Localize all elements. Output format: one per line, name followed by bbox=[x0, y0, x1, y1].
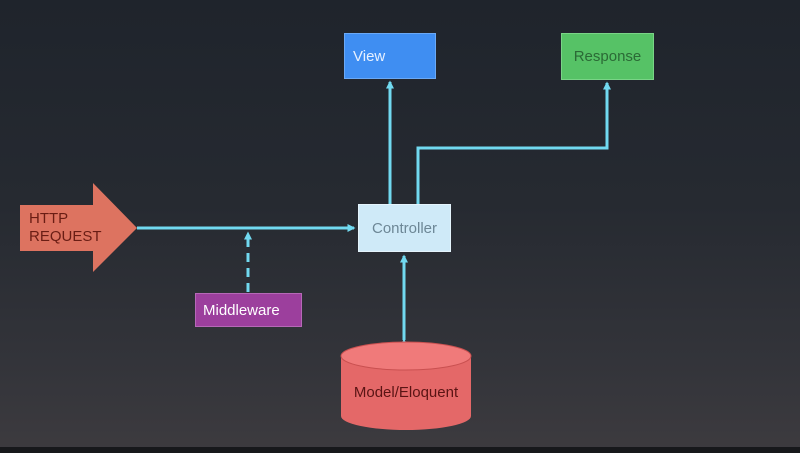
controller-to-response-connector bbox=[416, 81, 611, 204]
bottom-strip bbox=[0, 447, 800, 453]
view-label: View bbox=[353, 47, 386, 65]
database-cylinder bbox=[340, 341, 472, 430]
database-label: Model/Eloquent bbox=[353, 384, 459, 401]
response-box: Response bbox=[561, 33, 654, 80]
middleware-box: Middleware bbox=[195, 293, 302, 327]
http-request-arrow bbox=[20, 183, 137, 272]
http-request-line1: HTTP bbox=[29, 210, 69, 227]
http-request-line2: REQUEST bbox=[29, 228, 102, 245]
http-request-label: HTTP REQUEST bbox=[29, 210, 102, 246]
controller-box: Controller bbox=[358, 204, 451, 252]
response-label: Response bbox=[573, 48, 642, 65]
view-box: View bbox=[344, 33, 436, 79]
controller-label: Controller bbox=[371, 219, 438, 237]
middleware-label: Middleware bbox=[203, 301, 280, 319]
